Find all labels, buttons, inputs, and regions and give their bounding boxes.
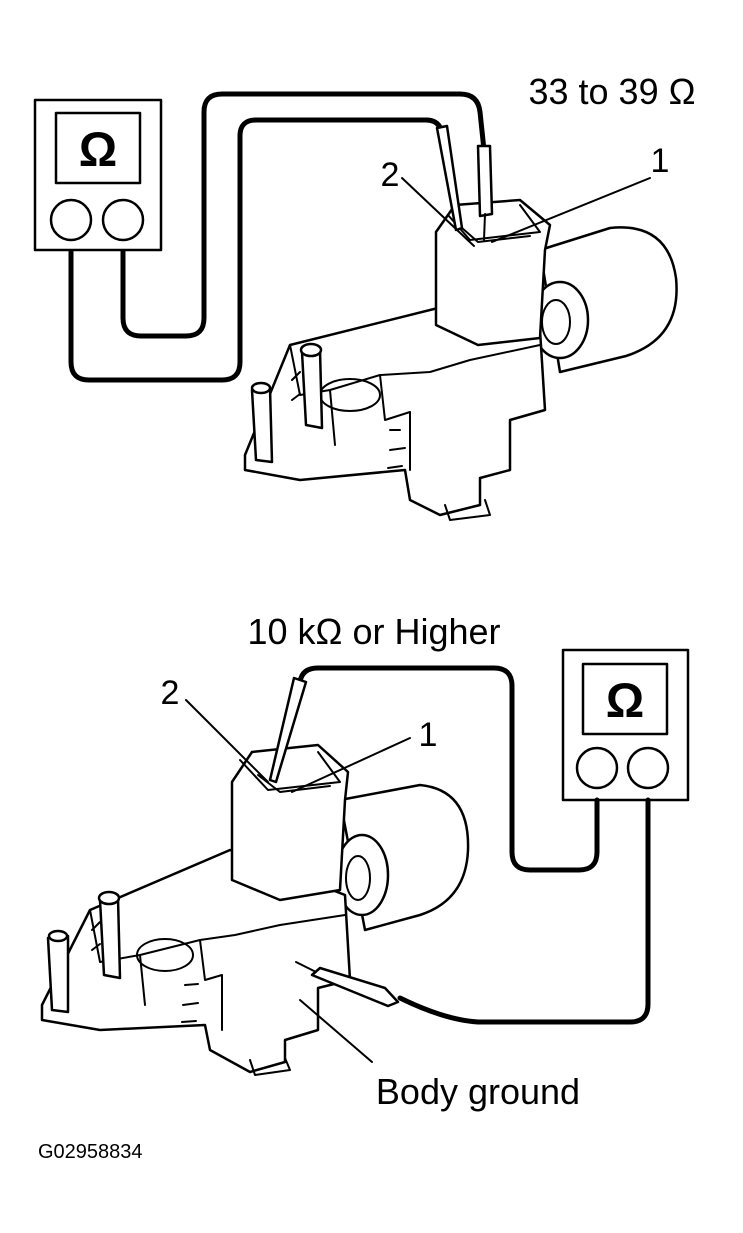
bottom-probe-ground: [295, 961, 400, 1008]
top-terminal-1-label: 1: [651, 142, 670, 180]
top-ohmmeter: Ω: [33, 98, 163, 252]
bottom-ohmmeter: Ω: [561, 648, 690, 802]
bottom-wire-ground-probe: [397, 797, 651, 1025]
bottom-wire-terminal-probe: [297, 665, 600, 873]
bottom-ohmmeter-display: [581, 662, 669, 736]
top-wire-right-probe: [120, 91, 487, 339]
top-meter-jack-right: [101, 198, 145, 242]
top-wire-left-probe: [68, 117, 445, 383]
top-figure: Ω: [33, 71, 696, 521]
figure-code: G02958834: [38, 1141, 143, 1163]
top-vsv-solenoid: [243, 198, 678, 521]
top-terminal-2-label: 2: [381, 156, 400, 194]
top-meter-jack-left: [49, 198, 93, 242]
bottom-figure: Ω: [40, 611, 690, 1112]
top-resistance-spec: 33 to 39 Ω: [528, 71, 695, 112]
top-ohm-symbol: Ω: [79, 124, 117, 177]
bottom-terminal-2-leader: [185, 699, 269, 783]
top-probe-right: [476, 144, 494, 241]
body-ground-leader: [299, 999, 373, 1063]
top-probe-left: [435, 124, 464, 232]
bottom-meter-jack-right: [626, 746, 670, 790]
top-terminal-1-leader: [491, 177, 651, 243]
bottom-vsv-solenoid: [40, 743, 470, 1076]
bottom-terminal-1-label: 1: [419, 716, 438, 754]
bottom-probe-terminal: [268, 676, 308, 784]
bottom-ohm-symbol: Ω: [606, 675, 644, 728]
body-ground-label: Body ground: [376, 1071, 580, 1112]
bottom-resistance-spec: 10 kΩ or Higher: [247, 611, 500, 652]
top-terminal-2-leader: [401, 177, 475, 247]
bottom-meter-jack-left: [575, 746, 619, 790]
bottom-terminal-2-label: 2: [161, 674, 180, 712]
bottom-terminal-1-leader: [291, 737, 411, 793]
top-ohmmeter-display: [54, 111, 142, 185]
